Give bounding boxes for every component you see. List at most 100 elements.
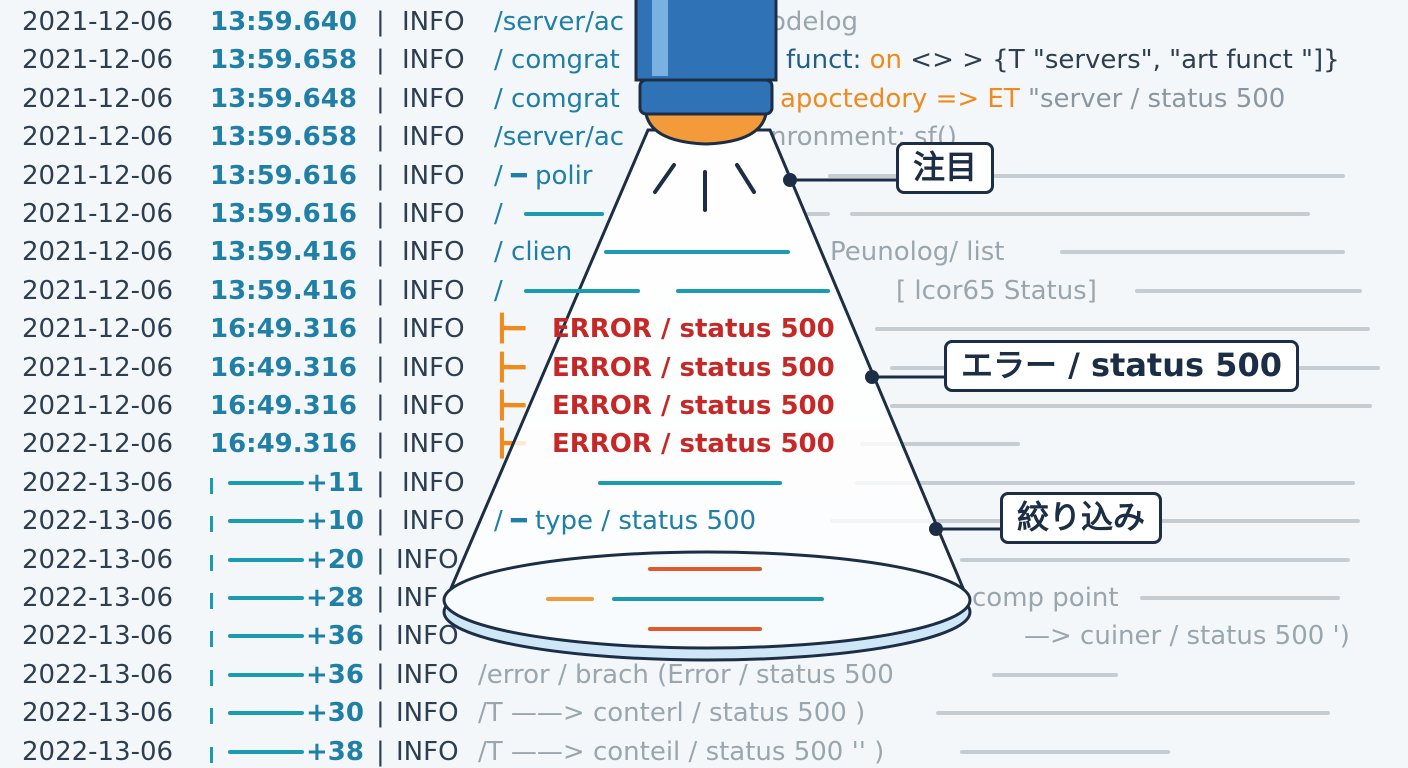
log-separator: | <box>376 698 385 729</box>
offset-bar <box>228 596 304 600</box>
log-separator: | <box>376 352 385 383</box>
log-separator: | <box>376 275 385 306</box>
offset-bar <box>228 711 304 716</box>
log-time: 13:59.416 <box>210 237 357 268</box>
log-message-tail: odelog <box>770 7 859 37</box>
offset-tick <box>210 554 213 571</box>
flashlight-collar <box>638 78 774 116</box>
log-level: INFO <box>402 391 465 421</box>
log-level: INFO <box>396 659 459 690</box>
offset-tick <box>210 631 213 648</box>
log-offset: +20 <box>306 544 364 575</box>
redacted-bar <box>960 749 1170 754</box>
log-separator: | <box>376 544 385 575</box>
log-time: 13:59.416 <box>210 275 357 306</box>
log-separator: | <box>376 621 385 652</box>
log-date: 2022-13-06 <box>22 736 174 767</box>
log-level: INFO <box>402 199 465 229</box>
log-message: ┣━ <box>494 352 526 383</box>
log-message: /server/ac <box>494 122 625 153</box>
log-message: /T ——> conterl / status 500 ) <box>478 698 866 729</box>
log-date: 2022-13-06 <box>22 544 174 575</box>
error-entry: ERROR / status 500 <box>552 391 835 421</box>
log-separator: | <box>376 583 385 613</box>
log-level: INFO <box>402 314 465 345</box>
redacted-bar <box>875 327 1370 332</box>
error-entry: ERROR / status 500 <box>552 314 835 345</box>
offset-tick <box>210 708 213 725</box>
log-level: INFO <box>402 352 465 383</box>
log-time: 16:49.316 <box>210 352 357 383</box>
log-date: 2021-12-06 <box>22 275 174 306</box>
log-message: /server/ac <box>494 7 625 37</box>
log-date: 2022-13-06 <box>22 467 174 498</box>
log-level: INFO <box>396 544 459 575</box>
log-separator: | <box>376 7 385 37</box>
log-message: / clien <box>494 237 573 268</box>
log-separator: | <box>376 314 385 345</box>
log-message-tail: —> cuiner / status 500 ') <box>1024 621 1350 652</box>
error-entry: ERROR / status 500 <box>552 429 835 460</box>
redacted-bar <box>860 442 1020 447</box>
light-ray <box>653 163 676 194</box>
log-message: ┣━ <box>494 391 526 421</box>
log-level: INFO <box>402 275 465 306</box>
log-line: 2022-13-06+36|INFO—> cuiner / status 500… <box>0 617 1408 655</box>
offset-bar <box>228 480 304 485</box>
offset-tick <box>210 516 213 533</box>
log-message: / <box>494 199 503 229</box>
log-level: INFO <box>402 429 465 460</box>
redacted-bar <box>936 711 1330 716</box>
log-date: 2021-12-06 <box>22 391 174 421</box>
redacted-bar <box>850 212 1310 216</box>
log-separator: | <box>376 83 385 114</box>
log-offset: +30 <box>306 698 364 729</box>
callout-dot <box>783 173 797 187</box>
log-message: / ━ polir <box>494 160 593 191</box>
callout-dot <box>865 370 879 384</box>
log-date: 2021-12-06 <box>22 45 174 76</box>
log-message: /T ——> conteil / status 500 '' ) <box>478 736 885 767</box>
log-line: 2022-13-06+30|INFO/T ——> conterl / statu… <box>0 694 1408 732</box>
log-offset: +36 <box>306 659 364 690</box>
log-offset: +36 <box>306 621 364 652</box>
log-level: INFO <box>402 467 465 498</box>
redacted-bar <box>806 212 830 216</box>
log-separator: | <box>376 736 385 767</box>
log-level: INFO <box>396 621 459 652</box>
light-ray <box>735 163 756 194</box>
log-message-tail: comp point <box>972 583 1119 613</box>
log-message-tail: [ lcor65 Status] <box>896 275 1097 306</box>
filtered-result-bar <box>612 597 824 601</box>
redacted-bar <box>992 672 1118 677</box>
log-offset: +10 <box>306 506 364 537</box>
log-message-tail: funct: on <> > {T "servers", "art funct … <box>786 45 1340 76</box>
log-date: 2022-13-06 <box>22 506 174 537</box>
log-level: INFO <box>402 45 465 76</box>
offset-bar <box>228 672 304 677</box>
log-time: 16:49.316 <box>210 391 357 421</box>
offset-tick <box>210 593 213 609</box>
log-separator: | <box>376 429 385 460</box>
highlight-bar <box>676 288 830 293</box>
log-date: 2021-12-06 <box>22 7 174 37</box>
redacted-bar <box>828 173 1345 178</box>
log-line: 2022-13-06+36|INFO/error / brach (Error … <box>0 656 1408 694</box>
log-separator: | <box>376 506 385 537</box>
flashlight-body <box>634 0 778 82</box>
offset-bar <box>228 519 304 524</box>
log-time: 13:59.658 <box>210 122 357 153</box>
log-level: INFO <box>402 506 465 537</box>
filtered-result-bar <box>648 627 762 631</box>
log-level: INF <box>396 583 439 613</box>
log-message: / <box>494 275 503 306</box>
log-offset: +28 <box>306 583 364 613</box>
log-time: 13:59.658 <box>210 45 357 76</box>
callout-filter: 絞り込み <box>1000 492 1163 544</box>
